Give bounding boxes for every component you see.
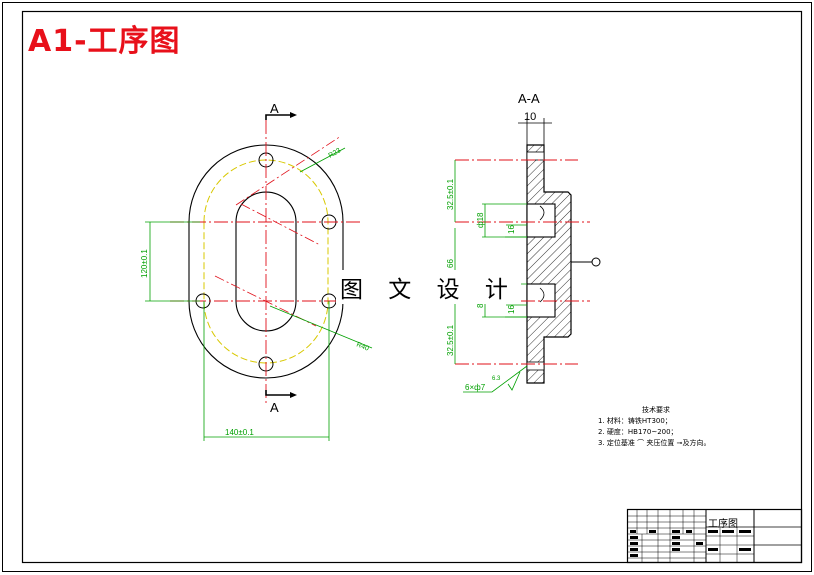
dim-mid: 66	[446, 259, 455, 268]
inner-border	[21, 10, 803, 564]
dim-upper-hole: ф18	[476, 212, 485, 228]
dim-radius-top: R23	[328, 147, 343, 160]
notes-line: 1. 材料：铸铁HT300；	[598, 417, 672, 425]
dim-radius-top-leader	[299, 147, 346, 173]
section-cut-marker-bottom	[265, 390, 290, 396]
flange-hole	[526, 151, 545, 161]
dim-lower-small: 8	[476, 303, 485, 308]
dim-thickness-text: 10	[524, 111, 536, 123]
dim-radius-bottom: R40	[355, 341, 370, 352]
flange-hole	[526, 361, 545, 371]
watermark-text: 图 文 设 计	[336, 270, 521, 304]
dim-holes: 6×ф7	[465, 383, 486, 392]
dim-holes-leader	[463, 365, 528, 393]
section-profile	[526, 144, 572, 384]
dim-horizontal	[203, 301, 330, 441]
dim-left-group	[454, 160, 527, 364]
technical-notes: 技术要求 1. 材料：铸铁HT300； 2. 硬度：HB170~200； 3. …	[598, 405, 710, 449]
dim-roughness-leader	[507, 371, 521, 391]
dim-vertical-text: 120±0.1	[140, 249, 149, 278]
dim-lower-offset: 32.5±0.1	[446, 324, 455, 356]
clamp-symbol-head	[591, 257, 601, 267]
dim-radius-bottom-leader	[269, 305, 373, 349]
notes-heading: 技术要求	[642, 406, 670, 414]
plan-view: A A 120±0.1 140±0.1 R23 R40	[140, 101, 373, 441]
dim-vertical	[145, 221, 200, 302]
notes-line: 3. 定位基准 ⌒ 夹压位置 ⊸及方向。	[598, 439, 711, 447]
dim-roughness: 6.3	[492, 376, 501, 382]
dim-upper-offset: 32.5±0.1	[446, 178, 455, 210]
section-mark-bottom: A	[270, 400, 279, 415]
title-block-name: 工序图	[708, 519, 738, 530]
dim-horizontal-text: 140±0.1	[225, 428, 254, 437]
notes-line: 2. 硬度：HB170~200；	[598, 428, 678, 436]
title-block	[626, 508, 803, 564]
dim-lower-depth: 16	[507, 305, 516, 314]
section-cut-marker-top	[265, 114, 290, 120]
section-view: A-A 10	[446, 91, 601, 393]
drawing-title: A1-工序图	[28, 24, 181, 59]
section-mark-top: A	[270, 101, 279, 116]
section-title: A-A	[518, 91, 540, 106]
centerline-diagonal	[240, 203, 321, 246]
upper-hole	[526, 203, 556, 238]
dim-thickness	[518, 118, 552, 145]
centerline-diagonal	[235, 135, 342, 206]
dim-upper-depth: 16	[507, 225, 516, 234]
center-slot	[235, 191, 297, 332]
